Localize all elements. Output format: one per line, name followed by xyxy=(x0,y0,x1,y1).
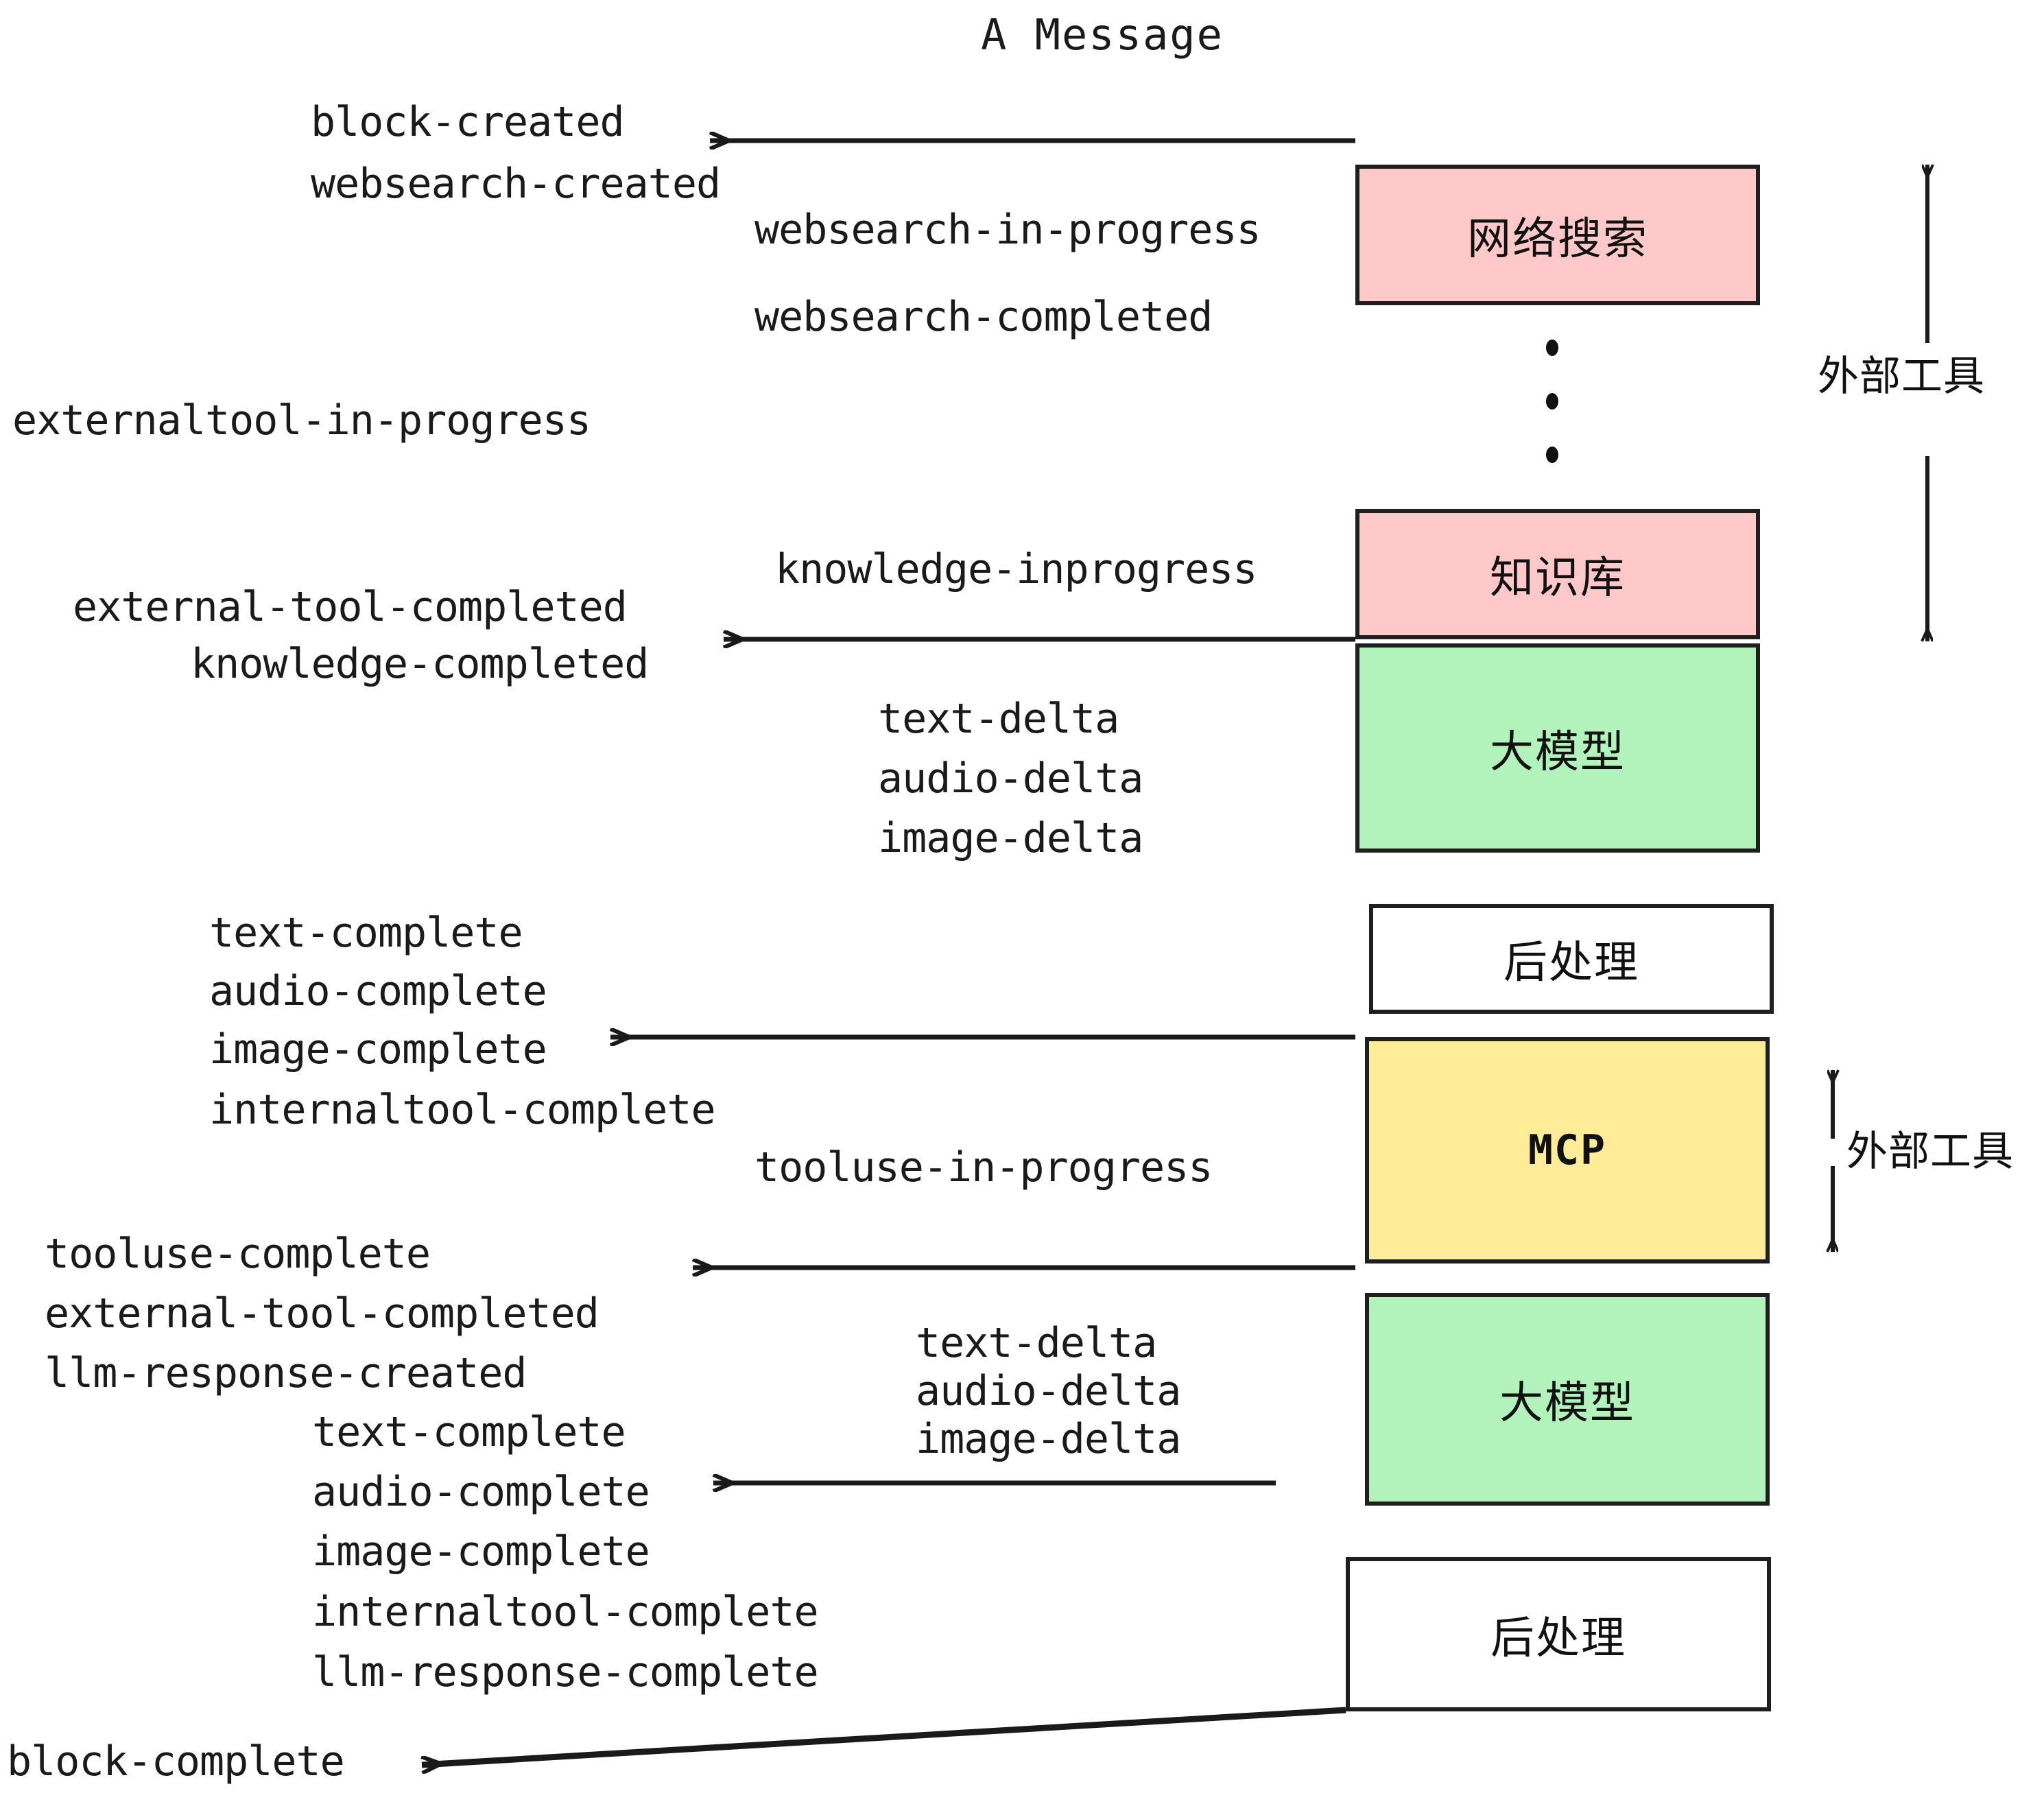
event-external-tool-completed-1: external-tool-completed xyxy=(73,583,628,631)
box-postprocess-2[interactable]: 后处理 xyxy=(1346,1557,1771,1711)
ellipsis-dots xyxy=(1545,340,1559,463)
box-knowledgebase[interactable]: 知识库 xyxy=(1355,509,1760,639)
event-text-delta-2: text-delta xyxy=(916,1319,1157,1367)
box-llm-2-label: 大模型 xyxy=(1499,1378,1635,1429)
event-tooluse-complete: tooluse-complete xyxy=(45,1230,431,1278)
event-llm-response-complete: llm-response-complete xyxy=(312,1648,819,1696)
event-image-complete-1: image-complete xyxy=(209,1025,547,1073)
event-llm-response-created: llm-response-created xyxy=(45,1349,527,1397)
box-mcp-label: MCP xyxy=(1528,1126,1607,1174)
event-text-delta-1: text-delta xyxy=(878,695,1119,743)
event-websearch-created: websearch-created xyxy=(311,160,721,208)
event-websearch-completed: websearch-completed xyxy=(754,293,1213,341)
page-title: A Message xyxy=(981,10,1224,60)
event-tooluse-in-progress: tooluse-in-progress xyxy=(754,1143,1213,1191)
event-externaltool-in-progress: externaltool-in-progress xyxy=(12,396,591,444)
arrow-postprocess2-to-blockcomplete xyxy=(422,1707,1346,1765)
side-label-external-tool-bottom: 外部工具 xyxy=(1846,1128,2014,1176)
box-knowledgebase-label: 知识库 xyxy=(1490,553,1626,604)
event-internaltool-complete-2: internaltool-complete xyxy=(312,1588,819,1636)
box-postprocess-2-label: 后处理 xyxy=(1490,1613,1626,1664)
event-image-delta-2: image-delta xyxy=(916,1415,1181,1463)
event-knowledge-completed: knowledge-completed xyxy=(191,640,649,688)
event-external-tool-completed-2: external-tool-completed xyxy=(45,1290,599,1338)
event-internaltool-complete-1: internaltool-complete xyxy=(209,1086,716,1134)
box-llm-1[interactable]: 大模型 xyxy=(1355,643,1760,853)
event-knowledge-inprogress: knowledge-inprogress xyxy=(775,545,1257,593)
event-audio-complete-2: audio-complete xyxy=(312,1468,650,1516)
box-postprocess-1[interactable]: 后处理 xyxy=(1369,904,1774,1014)
box-websearch-label: 网络搜索 xyxy=(1467,213,1648,265)
event-block-created: block-created xyxy=(311,98,625,146)
box-llm-1-label: 大模型 xyxy=(1490,726,1626,778)
event-text-complete-2: text-complete xyxy=(312,1408,626,1456)
event-text-complete-1: text-complete xyxy=(209,909,523,957)
side-label-external-tool-top: 外部工具 xyxy=(1818,353,1985,401)
event-block-complete: block-complete xyxy=(7,1737,345,1785)
box-postprocess-1-label: 后处理 xyxy=(1504,938,1639,988)
event-image-delta-1: image-delta xyxy=(878,814,1143,862)
box-mcp[interactable]: MCP xyxy=(1365,1037,1770,1263)
event-websearch-in-progress: websearch-in-progress xyxy=(754,206,1261,254)
box-websearch[interactable]: 网络搜索 xyxy=(1355,165,1760,305)
box-llm-2[interactable]: 大模型 xyxy=(1365,1293,1770,1506)
event-audio-delta-1: audio-delta xyxy=(878,755,1143,803)
dot-2 xyxy=(1546,393,1558,410)
event-audio-complete-1: audio-complete xyxy=(209,967,547,1015)
event-image-complete-2: image-complete xyxy=(312,1528,650,1576)
event-audio-delta-2: audio-delta xyxy=(916,1367,1181,1415)
dot-1 xyxy=(1546,340,1558,356)
dot-3 xyxy=(1546,447,1558,463)
